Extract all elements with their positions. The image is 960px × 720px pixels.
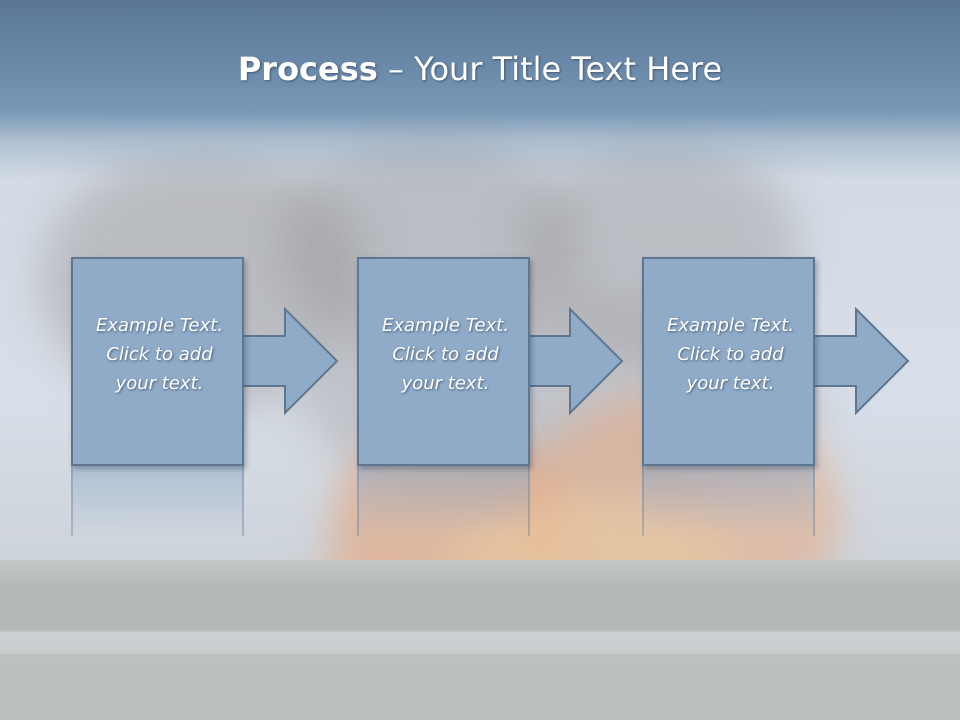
arrow-right-icon [524,306,624,416]
arrow-right-icon [239,306,339,416]
treeline [0,560,960,630]
title-band [0,0,960,180]
slide-title[interactable]: Process – Your Title Text Here [0,50,960,88]
box-reflection [642,466,815,536]
step-text[interactable]: Example Text. Click to add your text. [666,315,795,394]
title-bold-part: Process [237,50,378,88]
step-box[interactable]: Example Text. Click to add your text. [357,257,530,466]
box-reflection [71,466,244,536]
box-reflection [357,466,530,536]
runway [0,632,960,654]
step-box[interactable]: Example Text. Click to add your text. [71,257,244,466]
arrow-right-icon [810,306,910,416]
title-rest-part: – Your Title Text Here [377,50,723,88]
step-box[interactable]: Example Text. Click to add your text. [642,257,815,466]
step-text[interactable]: Example Text. Click to add your text. [95,315,224,394]
step-text[interactable]: Example Text. Click to add your text. [381,315,510,394]
